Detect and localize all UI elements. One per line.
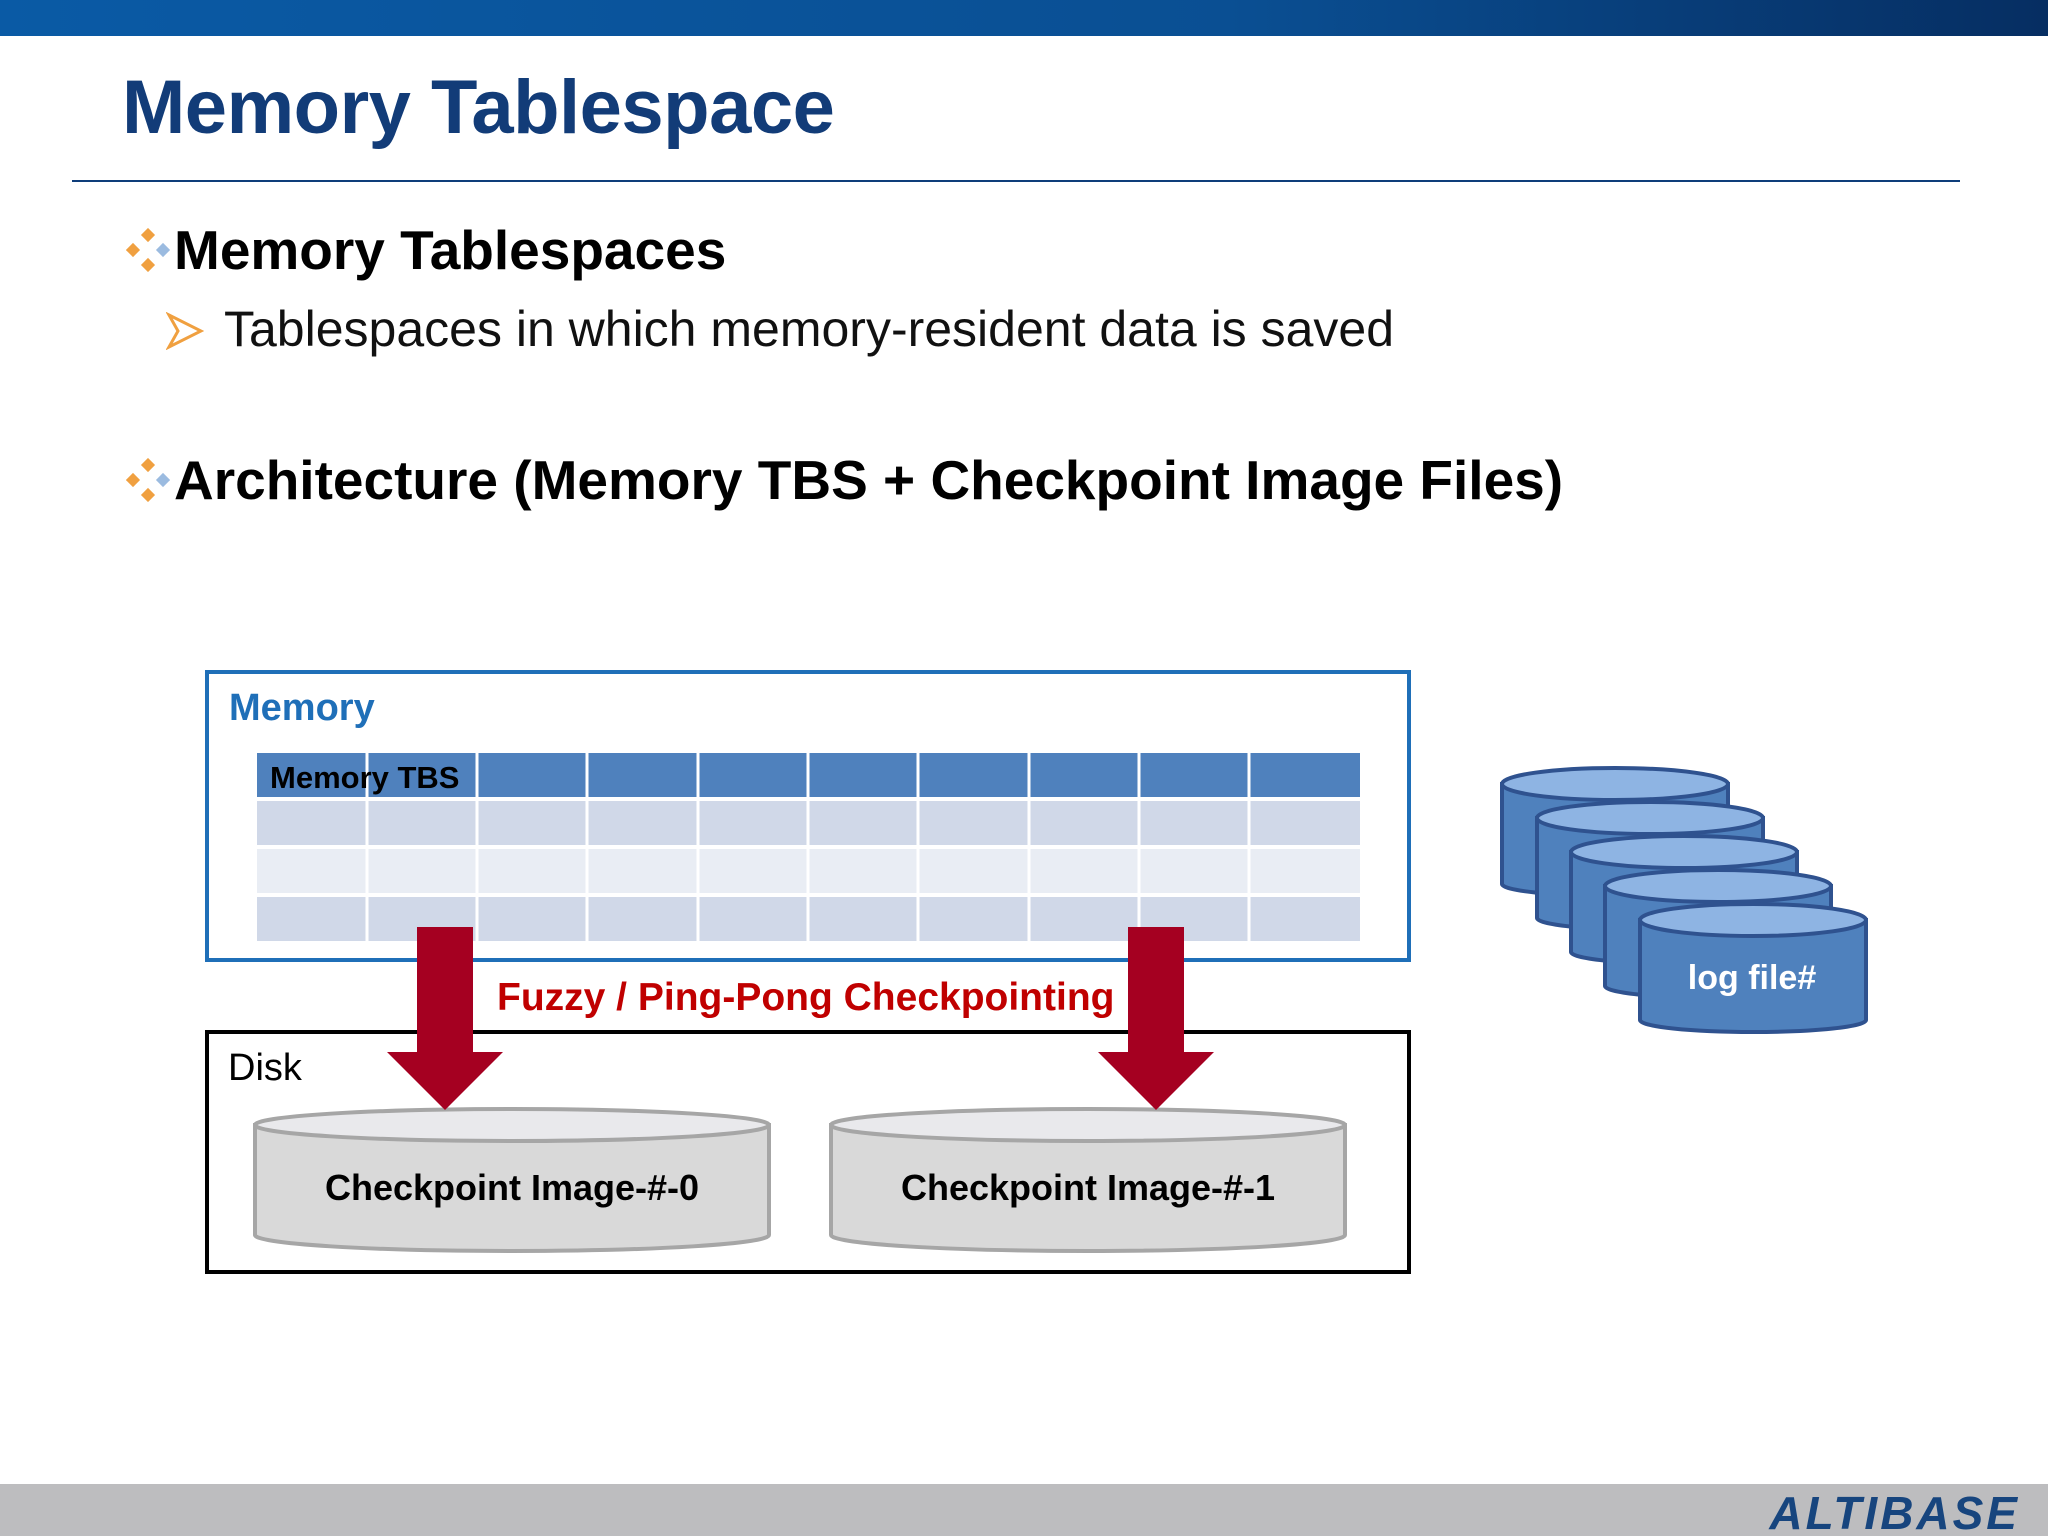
memory-tbs-label: Memory TBS (270, 760, 459, 795)
log-file-label: log file# (1688, 959, 1817, 997)
disk-label: Disk (228, 1047, 303, 1089)
arrow-bullet-icon (166, 312, 204, 350)
checkpointing-label: Fuzzy / Ping-Pong Checkpointing (497, 976, 1114, 1019)
diamond-bullet-icon (126, 458, 170, 502)
checkpoint-image-1-cylinder (829, 1107, 1347, 1253)
bullet-heading-architecture: Architecture (Memory TBS + Checkpoint Im… (174, 449, 1564, 511)
page-title: Memory Tablespace (122, 65, 835, 150)
bullet-heading-memory-tablespaces: Memory Tablespaces (174, 219, 727, 281)
diamond-bullet-icon (126, 228, 170, 272)
checkpoint-image-0-cylinder (253, 1107, 771, 1253)
checkpoint-image-1-label: Checkpoint Image-#-1 (901, 1167, 1275, 1208)
log-file-stack (1500, 766, 1868, 1034)
altibase-logo: ALTIBASE (1769, 1487, 2020, 1539)
checkpoint-arrow-0 (387, 927, 503, 1110)
sub-bullet-tablespaces: Tablespaces in which memory-resident dat… (224, 301, 1394, 357)
footer-bar (0, 1484, 2048, 1536)
checkpoint-arrow-1 (1098, 927, 1214, 1110)
memory-label: Memory (229, 687, 375, 729)
title-divider (72, 180, 1960, 182)
top-bar (0, 0, 2048, 36)
checkpoint-image-0-label: Checkpoint Image-#-0 (325, 1167, 699, 1208)
